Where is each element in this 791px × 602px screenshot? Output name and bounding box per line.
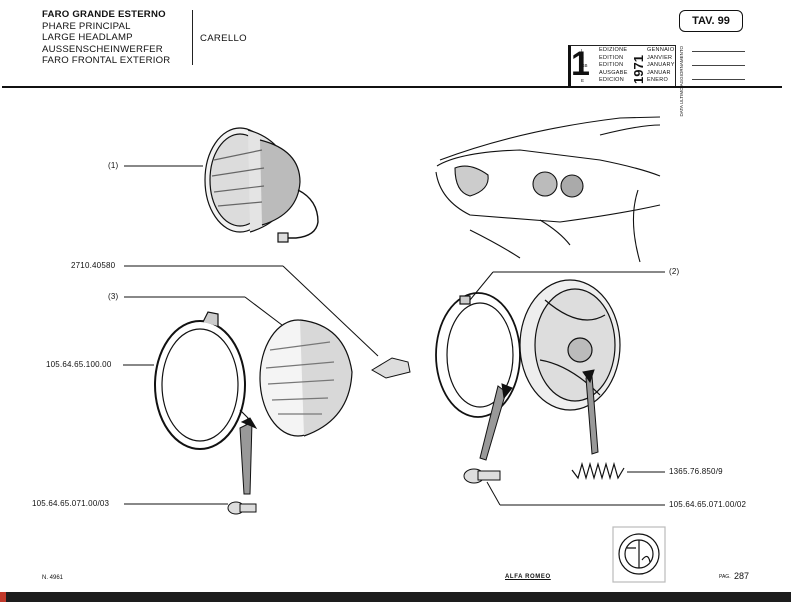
edition-languages: I F GB D E	[581, 47, 595, 85]
sealed-beam-unit-drawing	[259, 319, 353, 437]
update-line	[692, 79, 745, 80]
edition-month: JANUARY	[647, 62, 675, 69]
part-1365-76-850-9: 1365.76.850/9	[669, 467, 723, 476]
title-it: FARO GRANDE ESTERNO	[42, 9, 166, 20]
table-number-badge: TAV. 99	[679, 10, 743, 32]
car-front-drawing	[435, 116, 661, 263]
part-105-64-65-071-00-03: 105.64.65.071.00/03	[32, 499, 110, 508]
spring-drawing	[571, 461, 625, 481]
title-en: LARGE HEADLAMP	[42, 32, 133, 44]
page-number: 287	[734, 571, 750, 581]
viewer-bottom-bar-accent	[0, 592, 6, 602]
leader-line-2710-diag	[282, 265, 379, 357]
title-de: AUSSENSCHEINWERFER	[42, 43, 163, 55]
edition-months: GENNAIO JANVIER JANUARY JANUAR ENERO	[647, 47, 675, 85]
edition-word: EDICION	[599, 77, 625, 84]
edition-lang: E	[581, 78, 585, 84]
callout-2: (2)	[669, 267, 680, 276]
edition-number: 1	[571, 45, 590, 83]
model-name: CARELLO	[200, 33, 247, 44]
leader-line-2-diag	[469, 271, 494, 301]
edition-month: JANVIER	[647, 54, 673, 61]
screw-03-drawing	[227, 501, 257, 515]
title-separator	[192, 10, 193, 65]
part-2710-40580: 2710.40580	[71, 261, 116, 270]
viewer-bottom-bar	[0, 592, 791, 602]
headlamp-housing-drawing	[519, 279, 621, 411]
callout-1: (1)	[108, 161, 119, 170]
brand-logotype: ALFA ROMEO	[505, 574, 551, 580]
edition-word: EDIZIONE	[599, 47, 628, 53]
callout-3: (3)	[108, 292, 119, 301]
leader-line-3-diag	[244, 296, 283, 326]
title-block: FARO GRANDE ESTERNO PHARE PRINCIPAL LARG…	[42, 9, 170, 67]
edition-word: AUSGABE	[599, 69, 628, 76]
title-es: FARO FRONTAL EXTERIOR	[42, 55, 171, 67]
part-105-64-65-100-00: 105.64.65.100.00	[46, 360, 112, 369]
alfa-romeo-emblem-drawing	[612, 526, 666, 583]
trim-ring-drawing	[154, 311, 249, 450]
edition-words: EDIZIONE EDITION EDITION AUSGABE EDICION	[599, 47, 628, 85]
assembly-arrows	[239, 369, 599, 495]
update-line	[692, 65, 745, 66]
adjust-clip-drawing	[371, 357, 411, 379]
page-label: PAG.	[719, 574, 731, 580]
edition-lang: GB	[581, 63, 588, 69]
edition-word: EDITION	[599, 62, 624, 69]
edition-lang: I	[581, 48, 583, 53]
retaining-ring-drawing	[435, 292, 521, 418]
edition-month: ENERO	[647, 77, 669, 84]
header-rule	[2, 86, 782, 88]
edition-lang: F	[581, 55, 584, 61]
headlamp-assembly-drawing	[204, 127, 319, 243]
edition-lang: D	[581, 70, 585, 76]
part-105-64-65-071-00-02: 105.64.65.071.00/02	[669, 500, 747, 509]
edition-month: JANUAR	[647, 69, 671, 76]
edition-word: EDITION	[599, 54, 624, 61]
document-number: N. 4961	[42, 575, 64, 581]
screw-02-drawing	[463, 468, 501, 484]
leader-line-105-02-diag	[486, 481, 501, 506]
update-line	[692, 51, 745, 52]
edition-month: GENNAIO	[647, 47, 675, 53]
title-fr: PHARE PRINCIPAL	[42, 20, 131, 32]
